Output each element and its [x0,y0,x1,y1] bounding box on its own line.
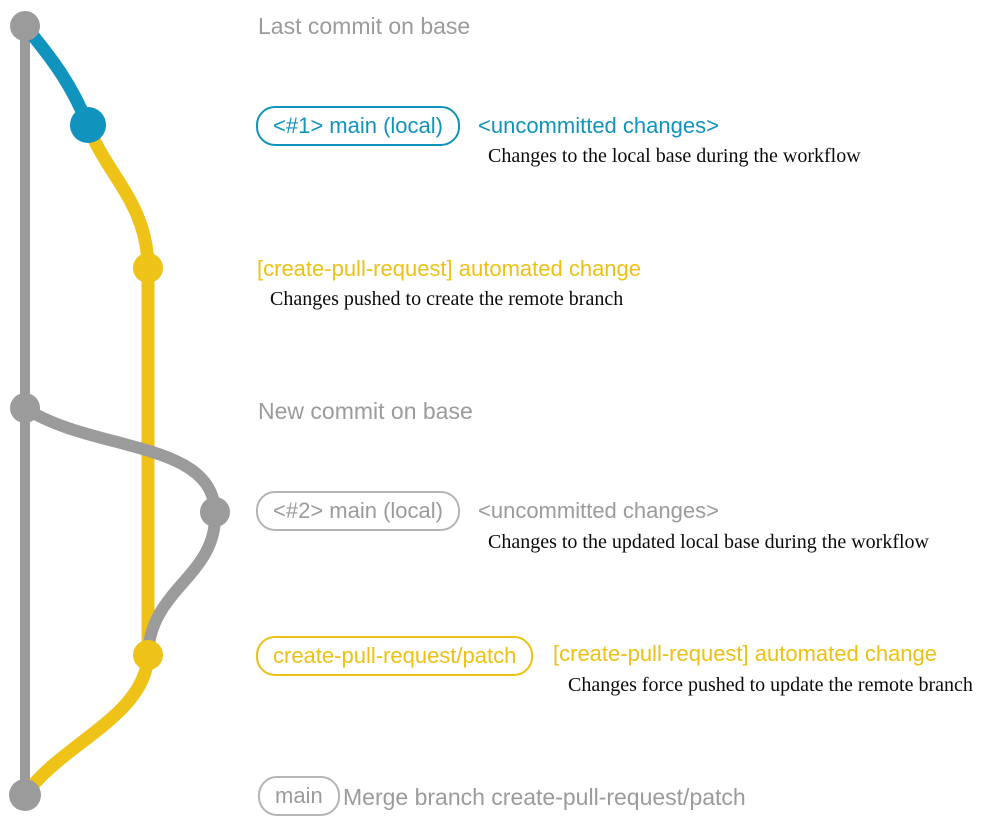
desc-uncommitted-changes-1: Changes to the local base during the wor… [488,145,861,167]
badge-main: main [258,776,340,816]
branch-gray2-curve-in [142,506,222,661]
commit-node-merge [9,779,41,811]
commit-node-last-base [10,11,40,41]
label-merge-branch: Merge branch create-pull-request/patch [343,784,746,810]
desc-uncommitted-changes-2: Changes to the updated local base during… [488,531,929,553]
label-uncommitted-changes-2: <uncommitted changes> [478,498,719,523]
commit-node-automated-change-2 [133,640,163,670]
badge-main-local-2: <#2> main (local) [256,491,460,531]
desc-automated-change-1: Changes pushed to create the remote bran… [270,288,624,310]
commit-node-main-local-1 [70,107,106,143]
commit-node-main-local-2 [200,497,230,527]
label-new-commit-on-base: New commit on base [258,398,473,424]
commit-graph [9,11,230,811]
branch-yellow-merge-curve [18,648,155,802]
commit-node-automated-change-1 [133,253,163,283]
label-automated-change-2: [create-pull-request] automated change [553,641,938,666]
branch-yellow-line [81,118,155,662]
label-uncommitted-changes-1: <uncommitted changes> [478,113,719,138]
badge-create-pull-request-patch: create-pull-request/patch [256,636,534,676]
desc-automated-change-2: Changes force pushed to update the remot… [568,674,973,696]
branch-gray2-curve-out [19,402,221,518]
badge-main-local-1: <#1> main (local) [256,106,460,146]
label-last-commit-on-base: Last commit on base [258,13,471,39]
label-automated-change-1: [create-pull-request] automated change [257,256,642,281]
commit-node-new-base [10,393,40,423]
